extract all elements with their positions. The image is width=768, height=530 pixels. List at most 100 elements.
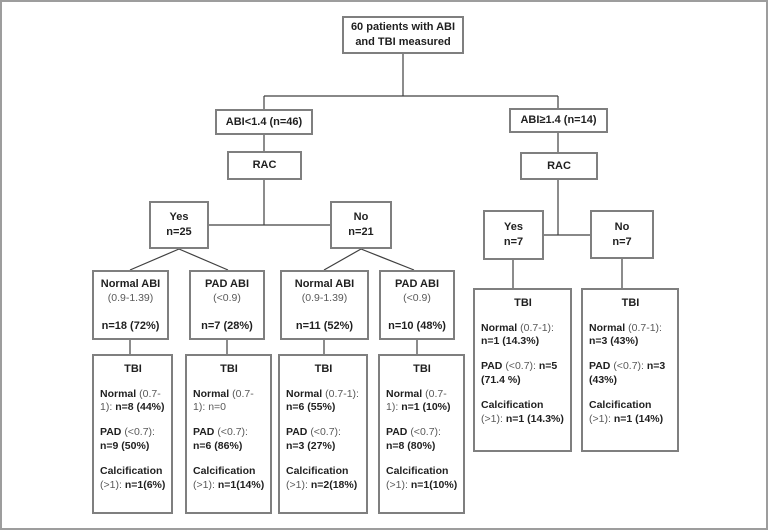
tbi-entry-label: PAD (100, 426, 122, 439)
tbi-entry-value: n=3 (27%) (286, 440, 336, 453)
tbi-entry-range: (0.7-1): (100, 387, 161, 414)
tbi-entry-value: n=1(14%) (217, 478, 265, 491)
tbi-title: TBI (314, 363, 333, 375)
tbi-entry-value: n=9 (50%) (100, 440, 150, 453)
tbi-entry: Calcification (>1): n=1(14%) (193, 465, 265, 493)
abi-category-value: n=10 (48%) (388, 319, 446, 332)
tbi-entry: Normal (0.7-1): n=1 (10%) (386, 388, 458, 416)
root-node-line1: 60 patients with ABI (350, 21, 456, 34)
tbi-entry-label: Calcification (481, 398, 544, 411)
tbi-title: TBI (413, 363, 431, 375)
tbi-title: TBI (621, 297, 640, 309)
abi-high-label: ABI≥1.4 (n=14) (520, 114, 597, 127)
tbi-entry-label: PAD (589, 360, 611, 373)
tbi-entry-range: (<0.7): (613, 360, 644, 373)
tbi-title: TBI (514, 297, 532, 309)
tbi-entry-label: PAD (193, 426, 215, 439)
rac-left-no-node: No n=21 (330, 201, 392, 249)
tbi-entry-label: Normal (589, 321, 626, 334)
tbi-entry-label: PAD (481, 360, 503, 373)
tbi-entry-label: PAD (386, 426, 408, 439)
abi-category-range: (0.9-1.39) (107, 291, 154, 304)
tbi-entry-range: (0.7-1): (325, 387, 359, 400)
abi-category-value: n=7 (28%) (201, 319, 253, 332)
tbi-entry: Calcification (>1): n=2(18%) (286, 465, 361, 493)
abi-category-range: (<0.9) (403, 291, 431, 304)
root-node-line2: and TBI measured (355, 36, 451, 48)
tbi-entry-value: n=5 (71.4 %) (481, 360, 558, 387)
tbi-entry-range: (>1): (589, 412, 611, 425)
tbi-box: TBI Normal (0.7-1): n=1 (14.3%) PAD (<0.… (473, 288, 572, 452)
tbi-entry-range: (<0.7): (124, 426, 155, 439)
tbi-entry-range: (>1): (193, 478, 215, 491)
tbi-entry: PAD (<0.7): n=5 (71.4 %) (481, 360, 565, 388)
rac-right-label: RAC (547, 159, 571, 172)
tbi-entry-value: n=3 (43%) (589, 360, 666, 387)
tbi-entry-range: (<0.7): (310, 426, 341, 439)
tbi-entry-label: Calcification (100, 464, 163, 477)
tbi-entry-label: Calcification (386, 464, 449, 477)
yes-count: n=25 (166, 226, 192, 238)
tbi-entry-label: Normal (481, 321, 518, 334)
tbi-entry: Calcification (>1): n=1 (14.3%) (481, 399, 565, 427)
tbi-entry-label: Normal (100, 387, 137, 400)
abi-category-range: (<0.9) (213, 291, 241, 304)
no-label: No (353, 211, 369, 224)
no-label: No (614, 220, 630, 233)
abi-category-value: n=18 (72%) (101, 319, 160, 332)
tbi-entry: Normal (0.7-1): n=0 (193, 388, 265, 416)
tbi-entry-label: Normal (386, 387, 423, 400)
rac-left-label: RAC (252, 159, 277, 172)
yes-count: n=7 (503, 236, 524, 248)
tbi-entry-label: Normal (286, 387, 323, 400)
rac-right-node: RAC (520, 152, 598, 180)
tbi-box: TBI Normal (0.7-1): n=0 PAD (<0.7): n=6 … (185, 354, 272, 514)
abi-category-title: PAD ABI (205, 278, 249, 290)
abi-category-title: PAD ABI (395, 278, 439, 290)
abi-low-node: ABI<1.4 (n=46) (215, 109, 313, 135)
rac-right-yes-node: Yes n=7 (483, 210, 544, 260)
abi-category-title: Normal ABI (294, 278, 355, 290)
abi-category-box: Normal ABI (0.9-1.39) n=11 (52%) (280, 270, 369, 340)
tbi-entry-label: PAD (286, 426, 308, 439)
tbi-title: TBI (124, 363, 142, 375)
tbi-entry-range: (<0.7): (217, 426, 248, 439)
rac-right-no-node: No n=7 (590, 210, 654, 259)
tbi-entry-range: (>1): (286, 478, 308, 491)
tbi-entry-range: (>1): (386, 478, 408, 491)
tbi-entry: Normal (0.7-1): n=8 (44%) (100, 388, 166, 416)
tbi-entry: Normal (0.7-1): n=3 (43%) (589, 322, 672, 350)
tbi-entry-value: n=6 (55%) (286, 401, 336, 414)
tbi-entry: Calcification (>1): n=1(6%) (100, 465, 166, 493)
tbi-entry-value: n=1(10%) (410, 478, 458, 491)
tbi-entry-value: n=2(18%) (310, 478, 358, 491)
tbi-entry-range: (0.7-1): (386, 387, 447, 414)
tbi-entry-label: Normal (193, 387, 230, 400)
tbi-entry: Calcification (>1): n=1(10%) (386, 465, 458, 493)
tbi-entry-range: (0.7-1): (193, 387, 254, 414)
yes-label: Yes (169, 211, 189, 224)
tbi-entry-value: n=8 (80%) (386, 440, 436, 453)
tbi-entry: Normal (0.7-1): n=6 (55%) (286, 388, 361, 416)
abi-high-node: ABI≥1.4 (n=14) (509, 108, 608, 133)
tbi-entry-value: n=1 (14%) (613, 412, 664, 425)
abi-low-label: ABI<1.4 (n=46) (225, 115, 303, 128)
tbi-box: TBI Normal (0.7-1): n=8 (44%) PAD (<0.7)… (92, 354, 173, 514)
tbi-entry-range: (0.7-1): (520, 321, 554, 334)
tbi-entry: PAD (<0.7): n=6 (86%) (193, 426, 265, 454)
tbi-box: TBI Normal (0.7-1): n=3 (43%) PAD (<0.7)… (581, 288, 679, 452)
abi-category-title: Normal ABI (100, 278, 161, 290)
tbi-entry-label: Calcification (286, 464, 349, 477)
tbi-entry: PAD (<0.7): n=3 (27%) (286, 426, 361, 454)
tbi-entry-value: n=1 (14.3%) (505, 412, 564, 425)
tbi-entry: Calcification (>1): n=1 (14%) (589, 399, 672, 427)
tbi-box: TBI Normal (0.7-1): n=6 (55%) PAD (<0.7)… (278, 354, 368, 514)
abi-category-box: Normal ABI (0.9-1.39) n=18 (72%) (92, 270, 169, 340)
abi-category-value: n=11 (52%) (295, 319, 354, 332)
tbi-entry-range: (0.7-1): (628, 321, 662, 334)
tbi-entry: PAD (<0.7): n=3 (43%) (589, 360, 672, 388)
abi-category-range: (0.9-1.39) (301, 291, 348, 304)
abi-category-box: PAD ABI (<0.9) n=10 (48%) (379, 270, 455, 340)
tbi-entry-range: (<0.7): (505, 360, 536, 373)
root-node: 60 patients with ABI and TBI measured (342, 16, 464, 54)
